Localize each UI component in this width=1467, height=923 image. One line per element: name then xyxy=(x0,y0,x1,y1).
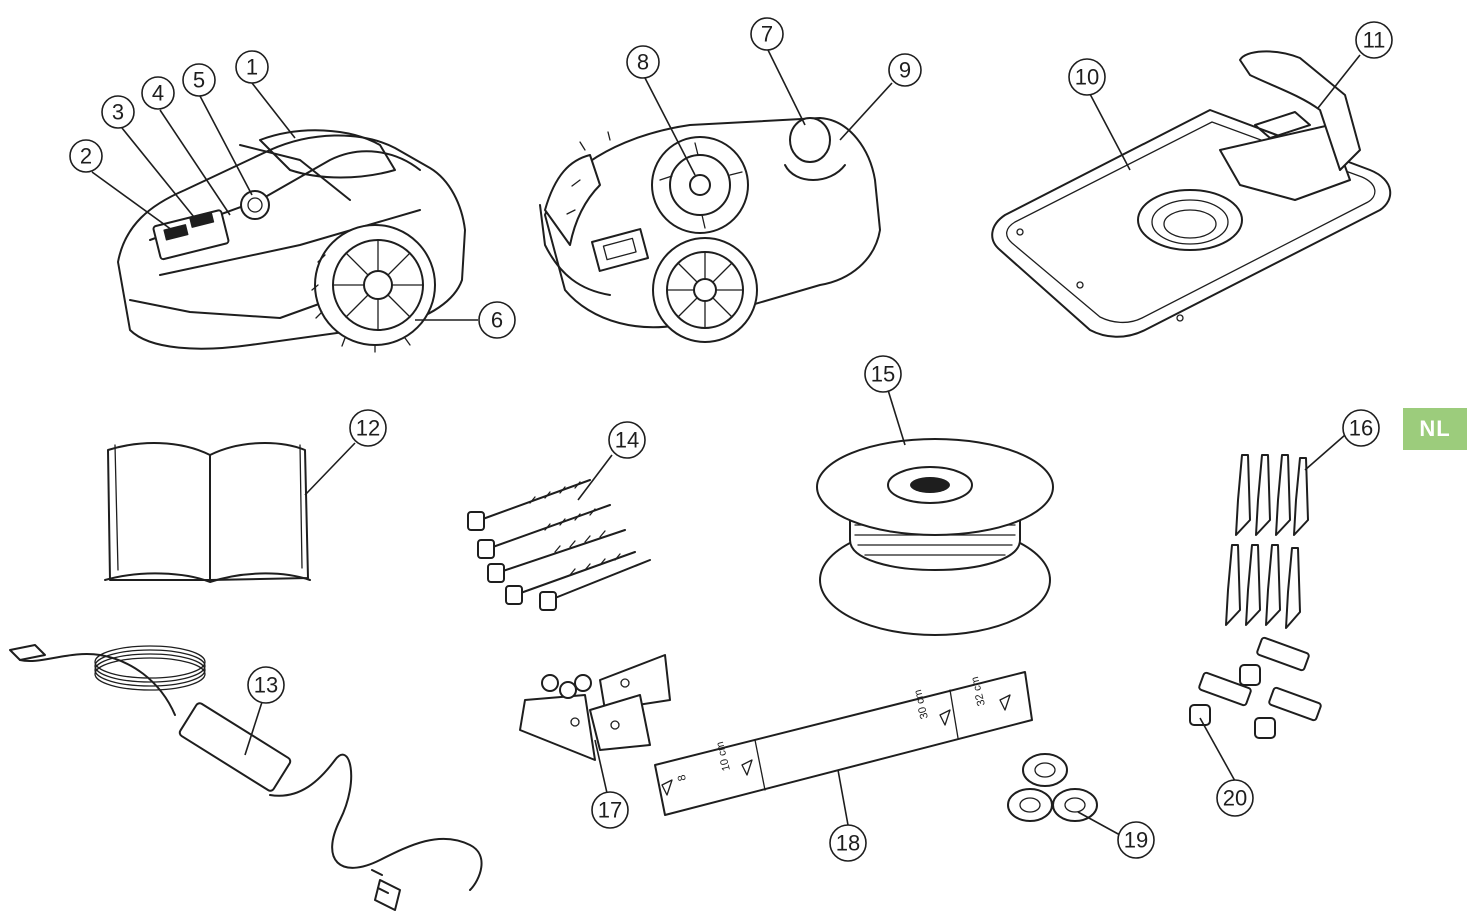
boundary-wire-spool xyxy=(816,438,1054,636)
wire-couplers xyxy=(1007,753,1098,822)
callout-label-7: 7 xyxy=(761,22,773,47)
callout-leaders xyxy=(91,49,1361,836)
wire-pegs xyxy=(1225,454,1309,629)
callout-15: 15 xyxy=(864,355,902,393)
callout-label-15: 15 xyxy=(871,362,895,387)
callout-5: 5 xyxy=(182,63,216,97)
power-supply xyxy=(9,644,483,911)
callout-13: 13 xyxy=(247,666,285,704)
callout-label-6: 6 xyxy=(491,308,503,333)
measuring-tape: 8 10 cm 30 cm 32 cm xyxy=(654,671,1033,816)
callout-1: 1 xyxy=(235,50,269,84)
callout-label-1: 1 xyxy=(246,55,258,80)
callout-18: 18 xyxy=(829,824,867,862)
robot-mower-front xyxy=(117,129,466,353)
callout-label-10: 10 xyxy=(1075,65,1099,90)
callout-label-2: 2 xyxy=(80,144,92,169)
callout-4: 4 xyxy=(141,76,175,110)
callout-12: 12 xyxy=(349,409,387,447)
wire-connectors xyxy=(1189,636,1322,739)
callout-label-19: 19 xyxy=(1124,828,1148,853)
callout-11: 11 xyxy=(1355,21,1393,59)
callout-label-11: 11 xyxy=(1363,28,1386,53)
tape-mark-small: 8 xyxy=(676,773,689,782)
callout-label-4: 4 xyxy=(152,81,164,106)
callout-8: 8 xyxy=(626,45,660,79)
callout-label-5: 5 xyxy=(193,68,205,93)
callout-label-18: 18 xyxy=(836,831,860,856)
callout-label-9: 9 xyxy=(899,58,911,83)
language-tab-nl: NL xyxy=(1403,408,1467,450)
callout-label-17: 17 xyxy=(598,798,622,823)
callout-label-20: 20 xyxy=(1223,786,1247,811)
callout-10: 10 xyxy=(1068,58,1106,96)
user-manual xyxy=(104,442,311,583)
callout-label-13: 13 xyxy=(254,673,278,698)
callout-label-16: 16 xyxy=(1349,416,1373,441)
callout-6: 6 xyxy=(478,301,516,339)
callout-16: 16 xyxy=(1342,409,1380,447)
replacement-blades xyxy=(519,654,671,761)
callout-3: 3 xyxy=(101,95,135,129)
charging-station xyxy=(991,50,1392,338)
callout-17: 17 xyxy=(591,791,629,829)
robot-mower-underside xyxy=(539,117,881,343)
callout-label-14: 14 xyxy=(615,428,639,453)
callout-14: 14 xyxy=(608,421,646,459)
callout-19: 19 xyxy=(1117,821,1155,859)
callout-20: 20 xyxy=(1216,779,1254,817)
callout-2: 2 xyxy=(69,139,103,173)
callout-7: 7 xyxy=(750,17,784,51)
callout-9: 9 xyxy=(888,53,922,87)
callout-label-8: 8 xyxy=(637,50,649,75)
pegs-screws xyxy=(467,479,651,611)
callout-label-3: 3 xyxy=(112,100,124,125)
callout-label-12: 12 xyxy=(356,416,380,441)
